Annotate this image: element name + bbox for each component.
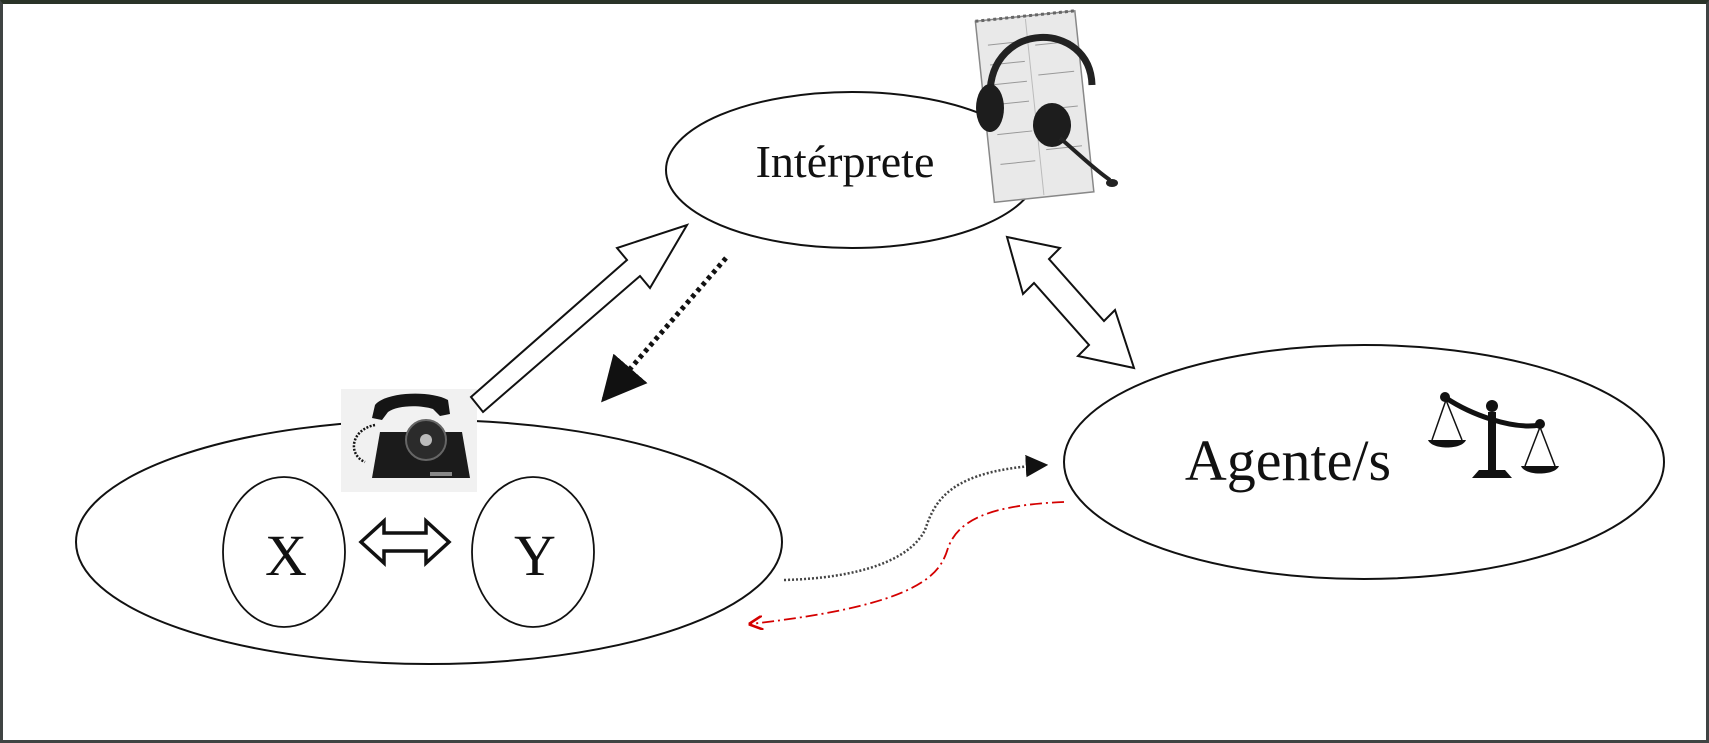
headset-notepad-icon [974, 9, 1118, 204]
rotary-telephone-icon [341, 389, 477, 492]
party-x-ellipse [222, 476, 346, 628]
party-y-label: Y [514, 523, 556, 588]
party-x-label: X [265, 523, 307, 588]
party-y-ellipse [471, 476, 595, 628]
scales-of-justice-icon [1428, 392, 1559, 478]
interpreter-node: Intérprete [665, 9, 1118, 249]
dashdot-arrow-agents-to-parties [750, 501, 1065, 624]
hollow-double-arrow-interpreter-agents [1005, 235, 1136, 370]
hollow-arrow-parties-to-interpreter [469, 223, 690, 414]
parties-node: X Y [75, 389, 783, 665]
dotted-arrow-interpreter-to-parties [601, 256, 728, 403]
agents-node: Agente/s [1063, 344, 1665, 580]
double-arrow-icon [358, 517, 452, 567]
dotted-arrow-parties-to-agents [783, 454, 1049, 582]
interpreter-label: Intérprete [756, 136, 935, 187]
agents-label: Agente/s [1185, 428, 1391, 493]
agents-ellipse [1063, 344, 1665, 580]
